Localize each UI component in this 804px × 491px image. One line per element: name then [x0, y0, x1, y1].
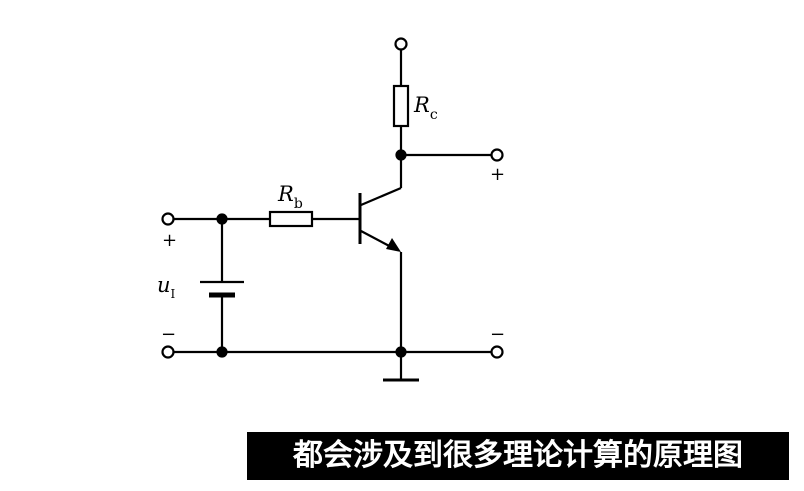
junction-ground-left: [216, 346, 228, 358]
subtitle-caption: 都会涉及到很多理论计算的原理图: [247, 432, 789, 480]
output-plus-sign: +: [490, 164, 505, 185]
input-terminal-positive: [161, 212, 175, 226]
output-minus-sign: −: [490, 324, 505, 345]
supply-terminal: [394, 37, 408, 51]
collector-resistor-label: Rc: [413, 93, 438, 123]
input-plus-sign: +: [162, 230, 177, 251]
output-terminal-positive: [490, 148, 504, 162]
base-resistor-label: Rb: [277, 182, 303, 212]
emitter-arrow-icon: [386, 238, 401, 252]
input-terminal-negative: [161, 345, 175, 359]
input-minus-sign: −: [161, 324, 176, 345]
output-terminal-negative: [490, 345, 504, 359]
input-voltage-label: uI: [157, 273, 176, 301]
transistor-collector-lead: [360, 186, 402, 207]
collector-resistor: [392, 84, 410, 128]
base-resistor: [268, 210, 314, 228]
